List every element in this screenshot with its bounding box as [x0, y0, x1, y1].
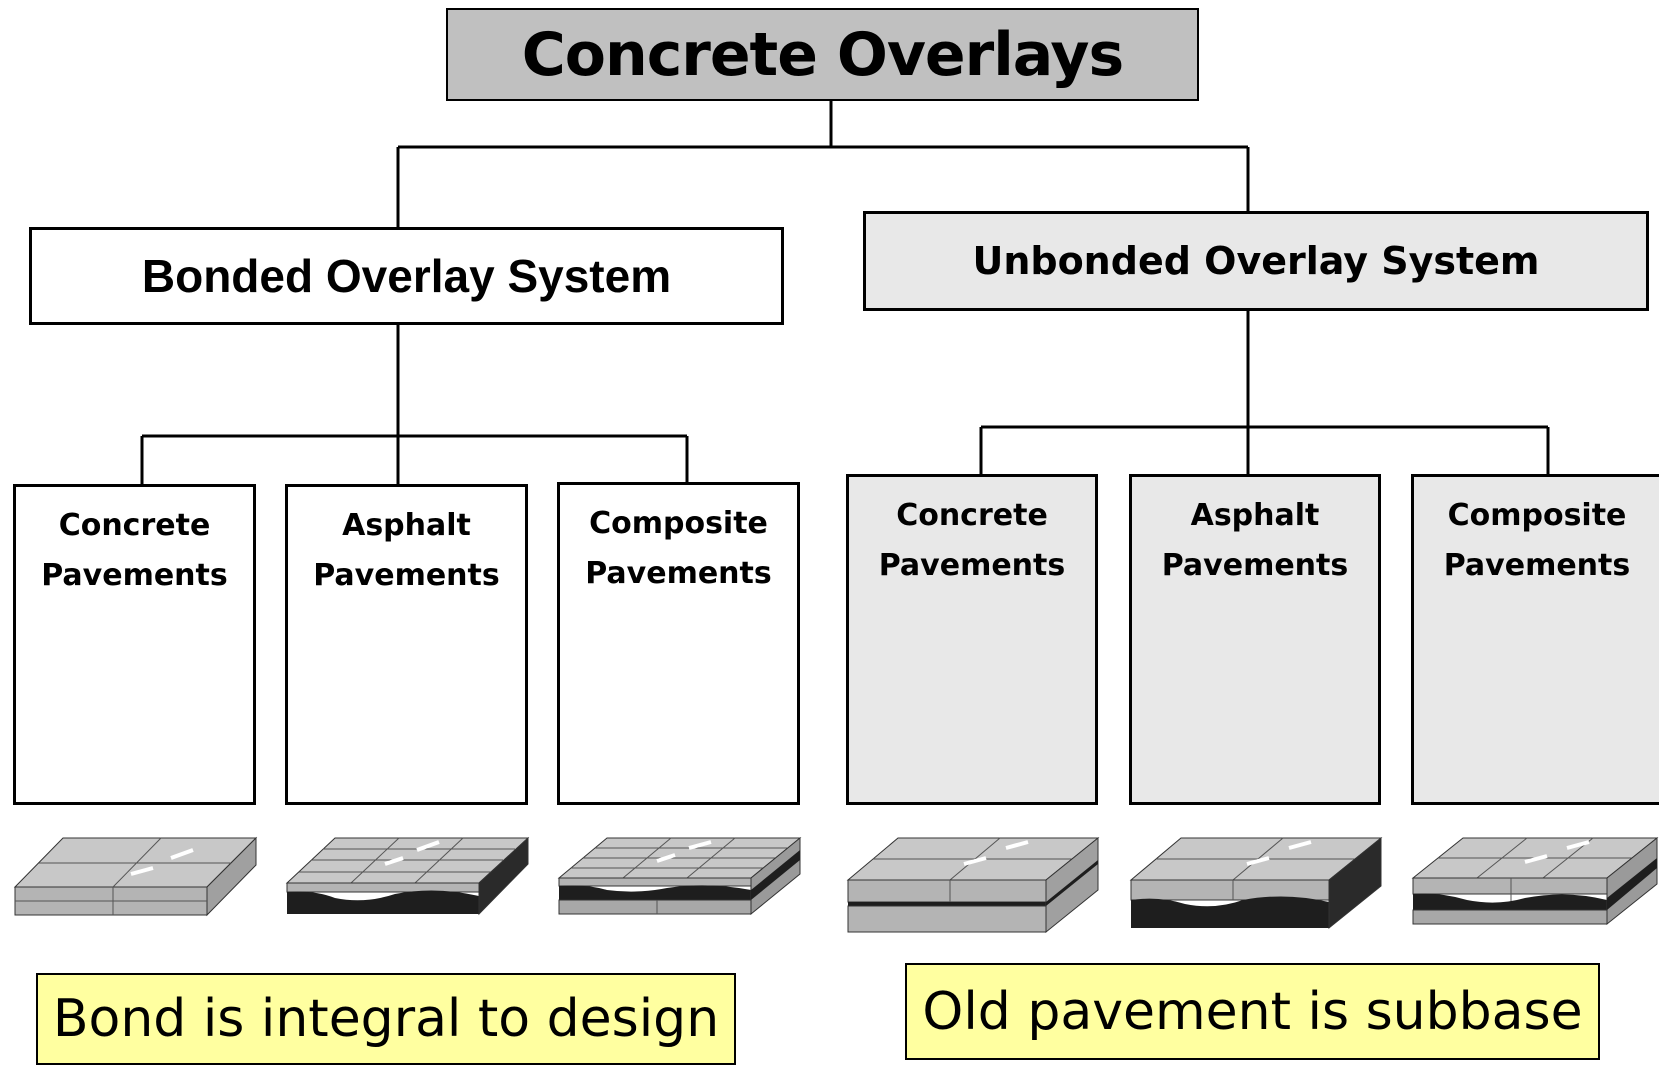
unbonded-concrete-pavements-box: Concrete Pavements — [846, 474, 1098, 805]
bonded-design-note-text: Bond is integral to design — [52, 989, 720, 1049]
concrete-over-asphalt-icon — [1129, 836, 1383, 930]
concrete-on-asphalt-icon — [285, 836, 530, 916]
unbonded-asphalt-pavements-box: Asphalt Pavements — [1129, 474, 1381, 805]
unbonded-concrete-line1: Concrete — [896, 498, 1048, 533]
bonded-overlay-system-box: Bonded Overlay System — [29, 227, 784, 325]
bonded-overlay-label: Bonded Overlay System — [141, 250, 672, 302]
bonded-asphalt-line1: Asphalt — [342, 508, 471, 543]
concrete-slab-icon — [13, 836, 258, 917]
bonded-asphalt-line2: Pavements — [313, 558, 500, 593]
unbonded-asphalt-line2: Pavements — [1161, 548, 1349, 583]
unbonded-design-note-text: Old pavement is subbase — [922, 981, 1583, 1042]
unbonded-concrete-line2: Pavements — [878, 548, 1066, 583]
diagram-title-box: Concrete Overlays — [446, 8, 1199, 101]
bonded-asphalt-pavements-box: Asphalt Pavements — [285, 484, 528, 805]
separated-concrete-slab-icon — [846, 836, 1100, 934]
bonded-concrete-line1: Concrete — [58, 508, 211, 543]
bonded-design-note: Bond is integral to design — [36, 973, 736, 1065]
unbonded-composite-line1: Composite — [1447, 498, 1627, 533]
unbonded-asphalt-line1: Asphalt — [1190, 498, 1320, 533]
bonded-concrete-pavements-box: Concrete Pavements — [13, 484, 256, 805]
concrete-over-composite-icon — [1411, 836, 1659, 926]
unbonded-overlay-system-box: Unbonded Overlay System — [863, 211, 1649, 311]
bonded-composite-pavements-box: Composite Pavements — [557, 482, 800, 805]
concrete-on-composite-icon — [557, 836, 802, 916]
unbonded-composite-pavements-box: Composite Pavements — [1411, 474, 1659, 805]
bonded-concrete-line2: Pavements — [41, 558, 228, 593]
bonded-composite-line1: Composite — [589, 506, 768, 541]
unbonded-overlay-label: Unbonded Overlay System — [972, 239, 1540, 283]
bonded-composite-line2: Pavements — [585, 556, 772, 591]
diagram-title: Concrete Overlays — [521, 19, 1125, 90]
unbonded-composite-line2: Pavements — [1443, 548, 1631, 583]
unbonded-design-note: Old pavement is subbase — [905, 963, 1600, 1060]
